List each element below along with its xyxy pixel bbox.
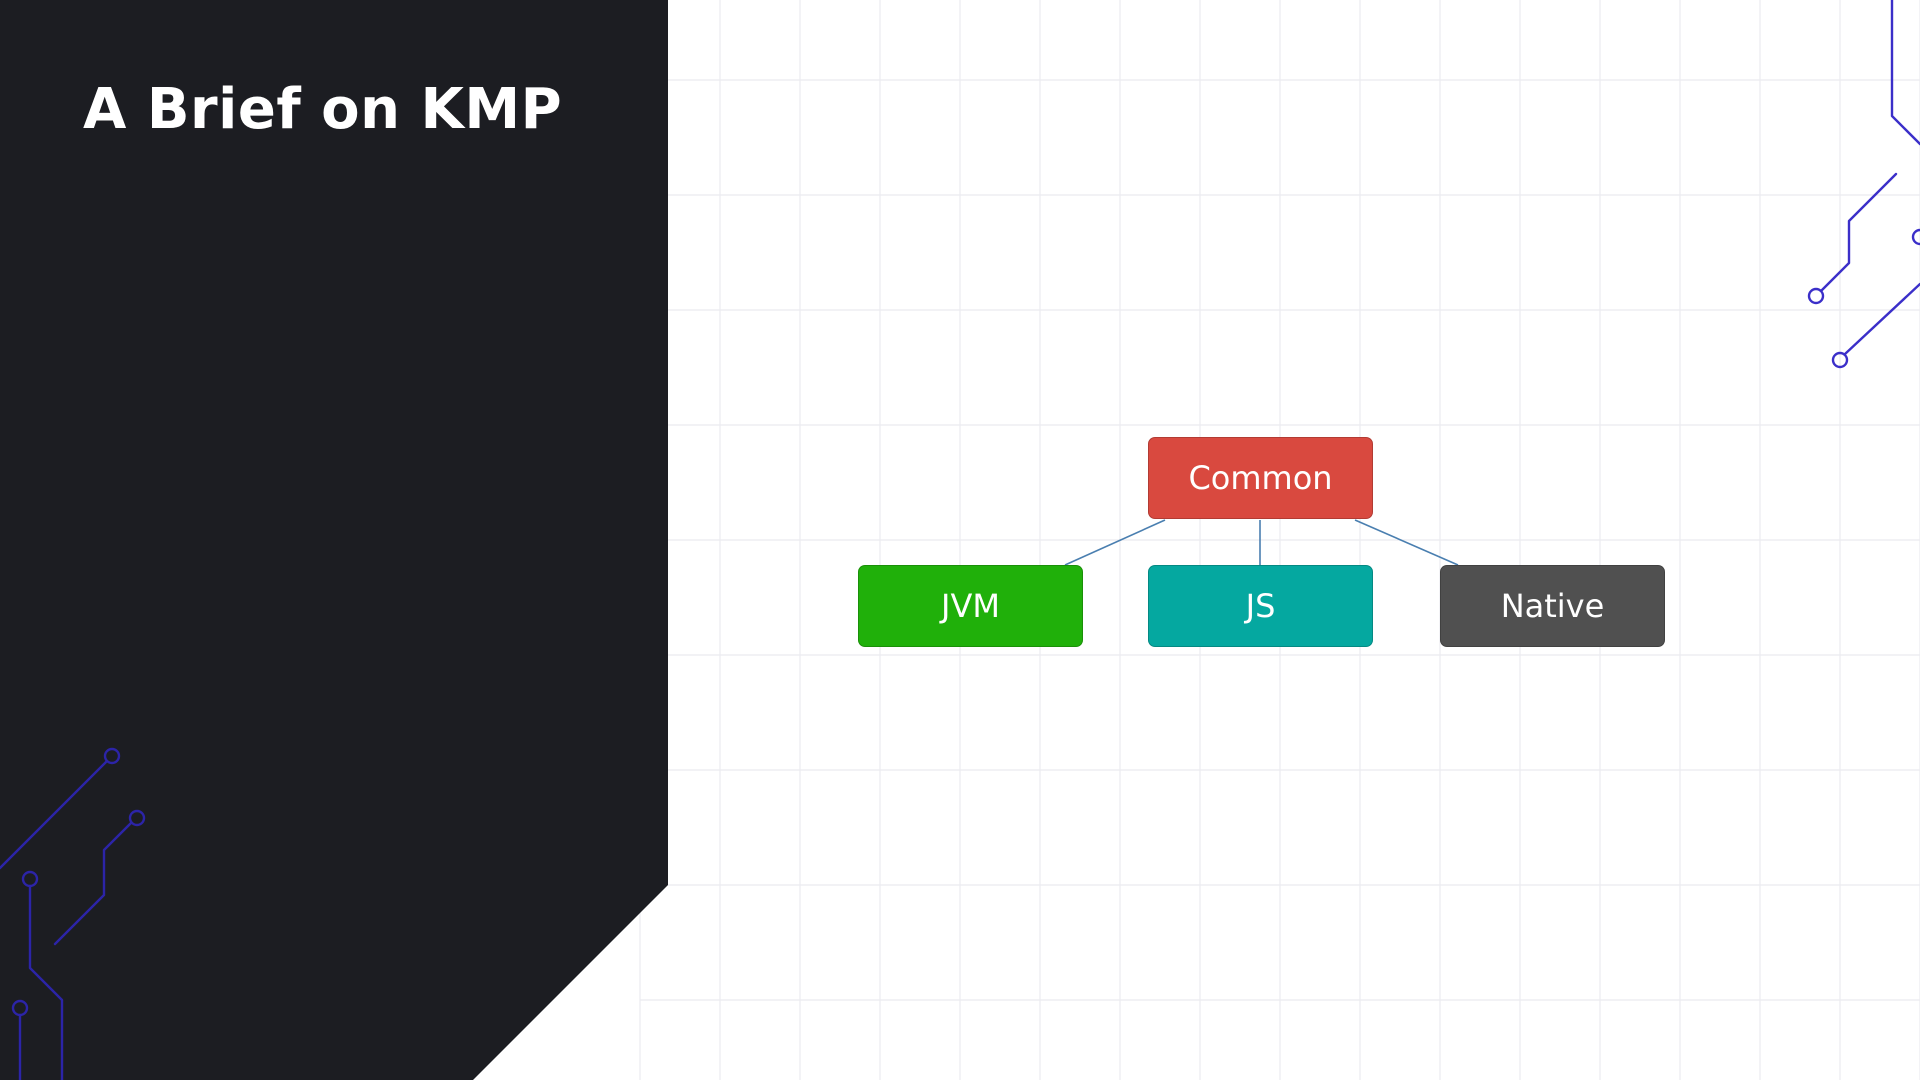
node-common-label: Common: [1188, 459, 1333, 497]
node-jvm: JVM: [858, 565, 1083, 647]
node-common: Common: [1148, 437, 1373, 519]
node-native: Native: [1440, 565, 1665, 647]
node-native-label: Native: [1500, 587, 1605, 625]
node-js: JS: [1148, 565, 1373, 647]
node-jvm-label: JVM: [941, 587, 1000, 625]
slide-title: A Brief on KMP: [83, 77, 563, 142]
node-js-label: JS: [1245, 587, 1276, 625]
